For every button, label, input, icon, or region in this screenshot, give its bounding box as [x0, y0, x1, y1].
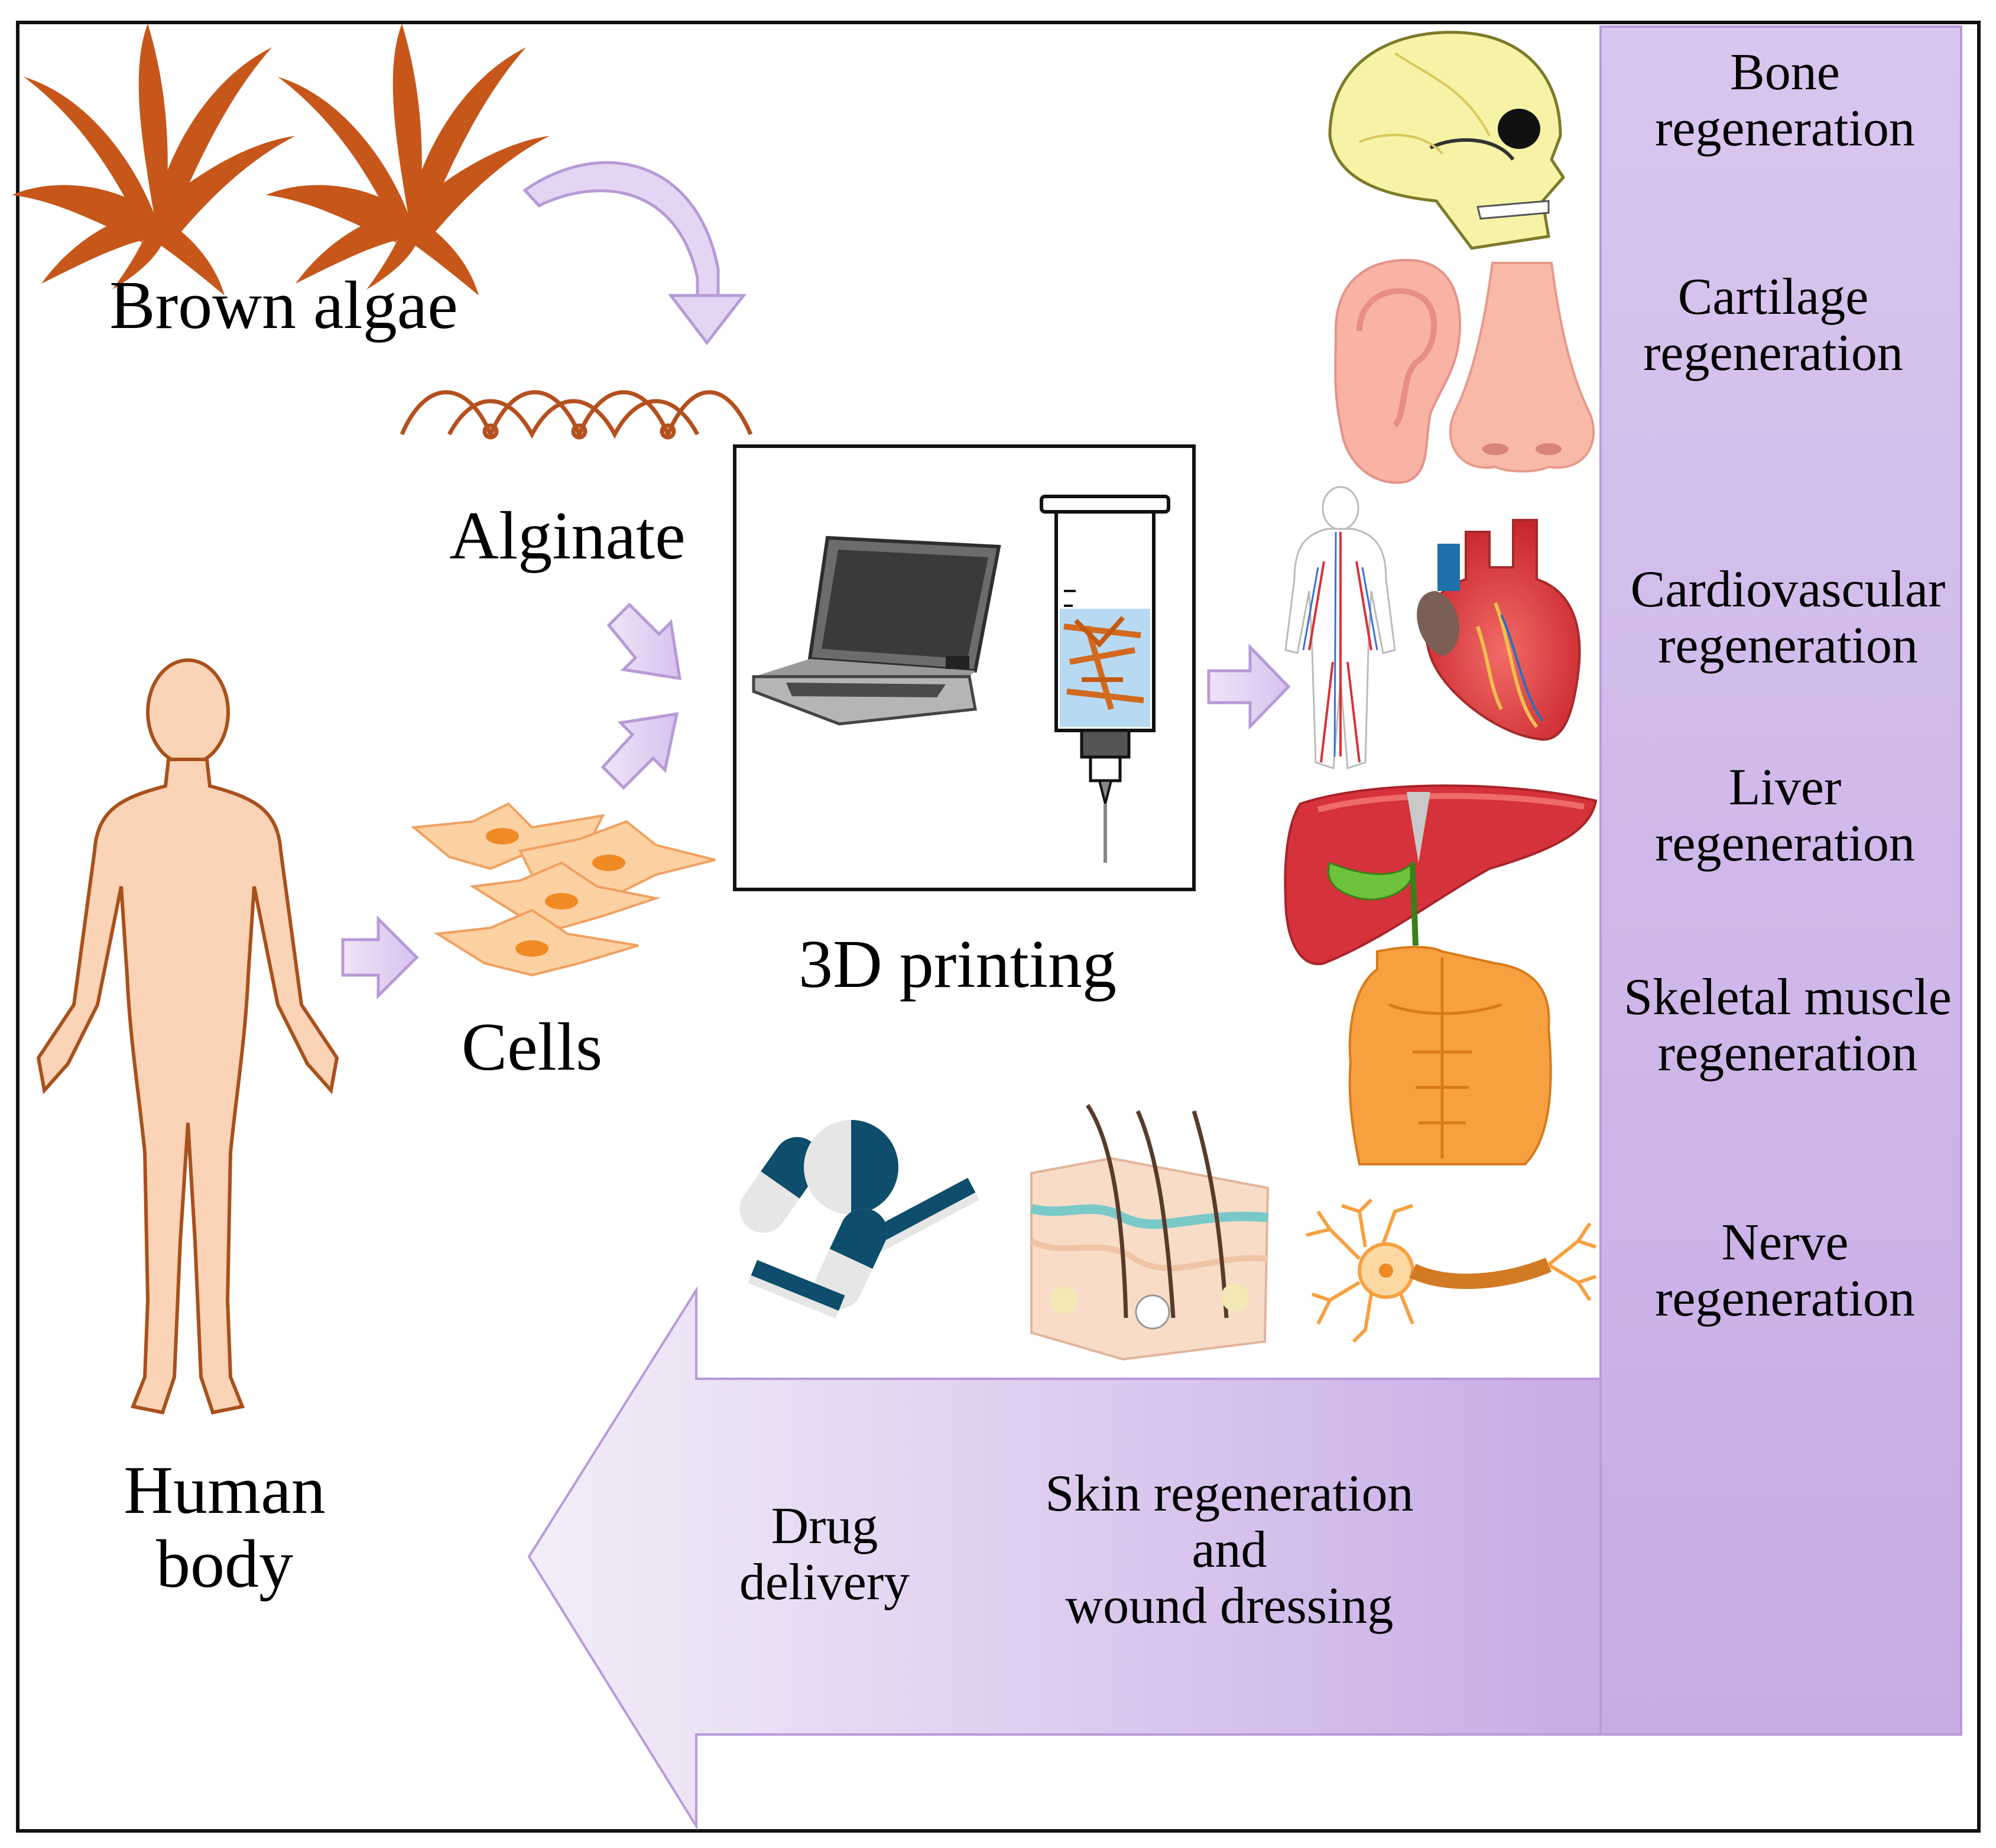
drug-line-1: Drug [771, 1498, 878, 1555]
liver-icon [1284, 784, 1598, 966]
drug-line-2: delivery [739, 1554, 910, 1612]
torso-muscle-icon [1348, 946, 1552, 1165]
skeletal-line-1: Skeletal muscle [1624, 969, 1952, 1026]
curved-arrow-icon [522, 161, 747, 346]
vascular-system-icon [1284, 486, 1396, 770]
ear-icon [1334, 258, 1462, 484]
human-body-label: Human body [89, 1453, 361, 1603]
neuron-icon [1306, 1198, 1596, 1343]
nerve-line-2: regeneration [1655, 1270, 1915, 1328]
human-silhouette-icon [36, 658, 339, 1415]
arrow-printer-to-organs [1207, 643, 1291, 730]
human-body-line-1: Human [124, 1453, 326, 1528]
nose-icon [1449, 262, 1595, 473]
laptop-icon [752, 535, 1001, 726]
nerve-regeneration-label: Nerve regeneration [1608, 1214, 1962, 1327]
alginate-label: Alginate [449, 498, 686, 574]
cells-icon [411, 802, 716, 977]
bone-line-2: regeneration [1655, 100, 1915, 158]
skin-regeneration-label: Skin regeneration and wound dressing [1005, 1466, 1454, 1634]
outer-frame [16, 21, 1981, 1833]
nerve-line-1: Nerve [1721, 1214, 1849, 1271]
alginate-chain-icon [400, 390, 753, 440]
bone-regeneration-label: Bone regeneration [1608, 44, 1962, 157]
cardiovascular-line-1: Cardiovascular [1630, 561, 1946, 618]
skeletal-line-2: regeneration [1657, 1025, 1918, 1083]
skin-line-3: wound dressing [1065, 1577, 1394, 1635]
cartilage-line-1: Cartilage [1677, 268, 1869, 326]
skeletal-muscle-regeneration-label: Skeletal muscle regeneration [1603, 969, 1972, 1081]
arrow-body-to-cells [341, 915, 419, 1000]
arrow-alginate-to-printer [606, 602, 682, 681]
return-arrow-vertical [1599, 25, 1962, 1736]
cardiovascular-regeneration-label: Cardiovascular regeneration [1605, 561, 1971, 674]
liver-line-2: regeneration [1655, 815, 1915, 873]
drug-delivery-label: Drug delivery [709, 1498, 940, 1610]
cartilage-line-2: regeneration [1643, 324, 1903, 382]
arrow-cells-to-printer [601, 712, 679, 790]
skin-line-2: and [1192, 1521, 1267, 1579]
cells-label: Cells [461, 1009, 603, 1085]
brown-algae-label: Brown algae [109, 268, 458, 343]
human-body-line-2: body [156, 1527, 293, 1603]
liver-regeneration-label: Liver regeneration [1608, 759, 1962, 872]
printing-label: 3D printing [798, 927, 1117, 1002]
heart-icon [1417, 519, 1581, 741]
pills-icon [739, 1120, 980, 1318]
bone-line-1: Bone [1730, 44, 1840, 101]
cartilage-regeneration-label: Cartilage regeneration [1596, 269, 1950, 381]
skull-icon [1328, 31, 1566, 250]
seaweed-icon [12, 24, 550, 295]
skin-line-1: Skin regeneration [1045, 1465, 1414, 1522]
cardiovascular-line-2: regeneration [1658, 617, 1918, 675]
skin-section-icon [1030, 1104, 1270, 1361]
syringe-icon [1040, 495, 1170, 863]
liver-line-1: Liver [1728, 759, 1842, 816]
